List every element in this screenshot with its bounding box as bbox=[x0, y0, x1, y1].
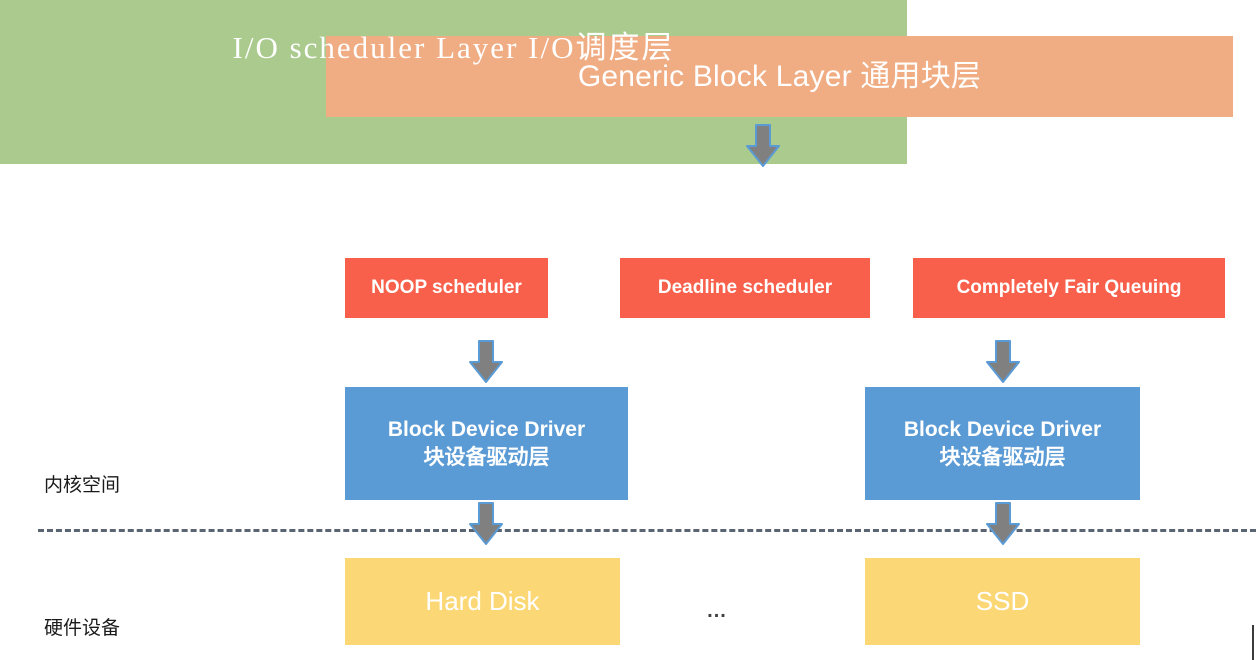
block-device-driver-right-label-en: Block Device Driver bbox=[903, 418, 1102, 442]
block-device-driver-left-box: Block Device Driver 块设备驱动层 bbox=[345, 387, 628, 500]
generic-block-layer-label: Generic Block Layer 通用块层 bbox=[577, 59, 982, 93]
arrow-down-noop-to-driver-left bbox=[468, 340, 504, 384]
block-device-driver-right-box: Block Device Driver 块设备驱动层 bbox=[865, 387, 1140, 500]
kernel-hardware-divider bbox=[38, 529, 1256, 532]
scheduler-deadline-box[interactable]: Deadline scheduler bbox=[620, 258, 870, 318]
scheduler-noop-label: NOOP scheduler bbox=[371, 277, 522, 298]
block-device-driver-left-label-cn: 块设备驱动层 bbox=[423, 444, 550, 469]
arrow-down-driver-right-to-ssd bbox=[985, 502, 1021, 546]
scheduler-cfq-box[interactable]: Completely Fair Queuing bbox=[913, 258, 1225, 318]
device-ellipsis-label: ... bbox=[707, 600, 727, 622]
right-edge-artifact bbox=[1252, 625, 1254, 660]
arrow-down-cfq-to-driver-right bbox=[985, 340, 1021, 384]
arrow-down-driver-left-to-harddisk bbox=[468, 502, 504, 546]
kernel-space-label: 内核空间 bbox=[44, 474, 121, 496]
block-device-driver-right-label-cn: 块设备驱动层 bbox=[939, 444, 1066, 469]
io-scheduler-layer-label: I/O scheduler Layer I/O调度层 bbox=[232, 30, 675, 65]
scheduler-cfq-label: Completely Fair Queuing bbox=[956, 277, 1182, 298]
arrow-down-generic-to-scheduler bbox=[745, 124, 781, 168]
device-ssd-label: SSD bbox=[975, 586, 1030, 616]
device-ssd-box: SSD bbox=[865, 558, 1140, 645]
scheduler-noop-box[interactable]: NOOP scheduler bbox=[345, 258, 548, 318]
block-device-driver-left-label-en: Block Device Driver bbox=[387, 418, 586, 442]
scheduler-deadline-label: Deadline scheduler bbox=[657, 277, 833, 298]
hardware-devices-label: 硬件设备 bbox=[44, 617, 121, 639]
device-hard-disk-box: Hard Disk bbox=[345, 558, 620, 645]
device-hard-disk-label: Hard Disk bbox=[425, 586, 540, 616]
generic-block-layer-box: Generic Block Layer 通用块层 bbox=[326, 36, 1233, 117]
